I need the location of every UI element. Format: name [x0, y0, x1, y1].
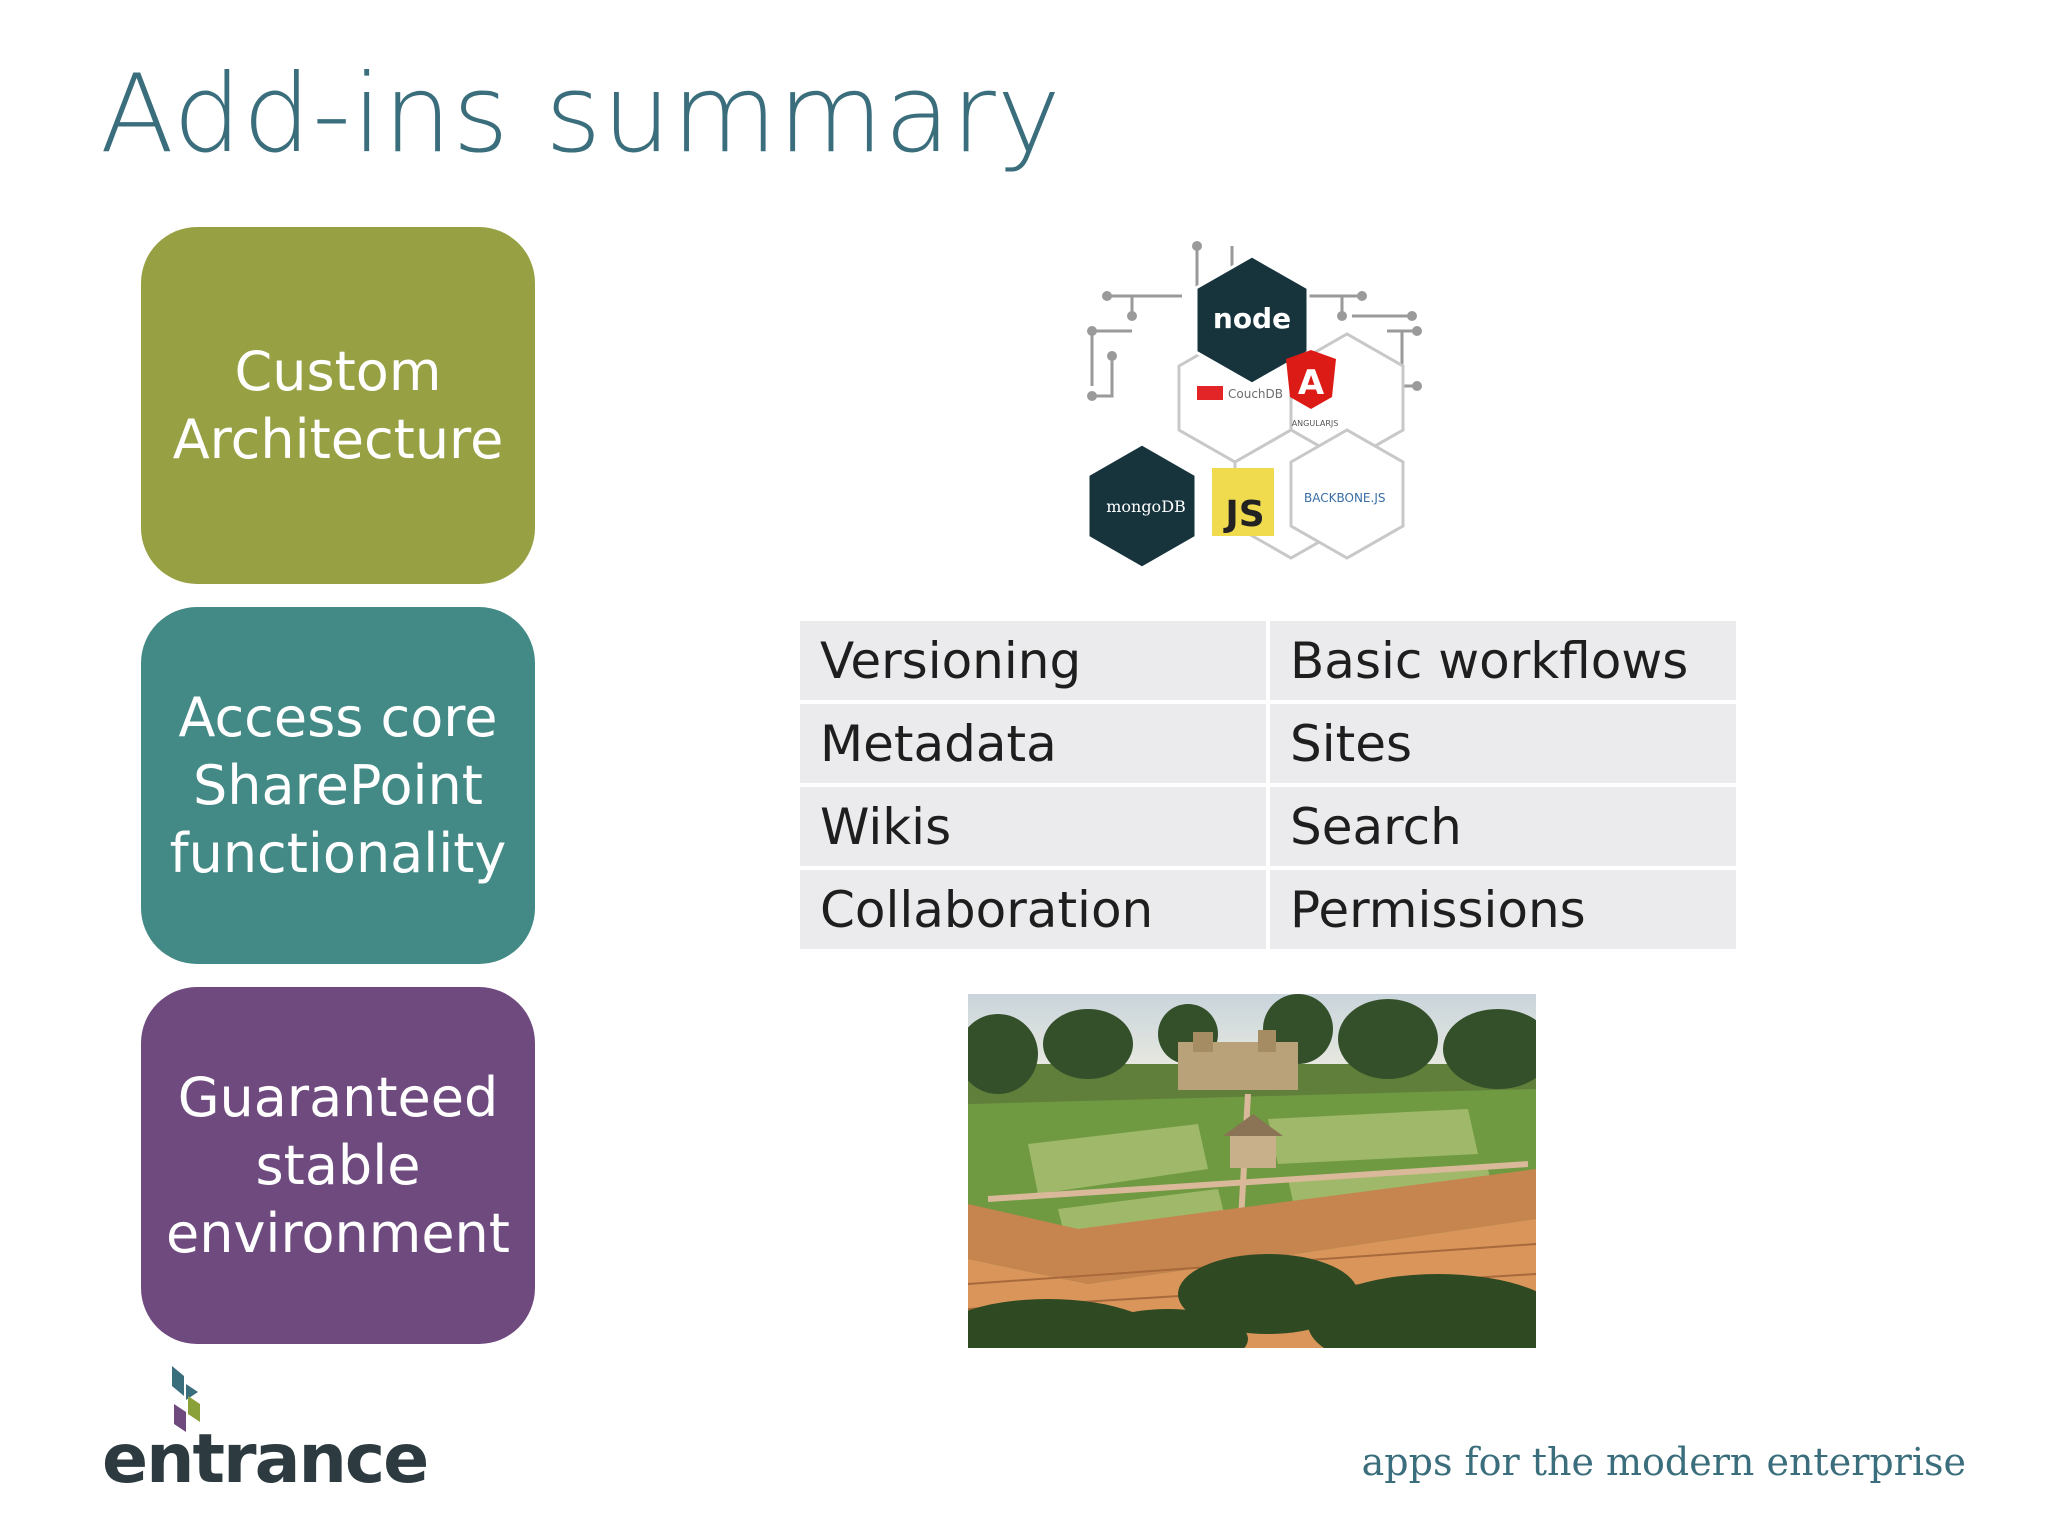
- table-row: Versioning Basic workflows: [800, 621, 1736, 700]
- table-cell: Wikis: [800, 787, 1266, 866]
- entrance-logo: entrance: [102, 1366, 429, 1506]
- pillar-line: SharePoint: [193, 753, 483, 817]
- table-row: Collaboration Permissions: [800, 870, 1736, 949]
- slide-title: Add-ins summary: [100, 52, 1062, 177]
- angular-shield-icon: [1286, 350, 1336, 409]
- javascript-logo-icon: [1212, 468, 1274, 536]
- table-row: Wikis Search: [800, 787, 1736, 866]
- mongodb-hexagon: [1086, 442, 1198, 570]
- angular-logo-text: ANGULARJS: [1292, 419, 1339, 428]
- table-cell: Permissions: [1270, 870, 1736, 949]
- tech-stack-hexagon-graphic: node CouchDB A ANGULARJS mongoDB JS BACK…: [1072, 236, 1432, 576]
- table-cell: Versioning: [800, 621, 1266, 700]
- pillar-access-core-sharepoint: Access core SharePoint functionality: [141, 607, 535, 964]
- pillar-line: Custom: [234, 339, 442, 403]
- pillar-line: functionality: [169, 821, 507, 885]
- table-cell: Sites: [1270, 704, 1736, 783]
- table-row: Metadata Sites: [800, 704, 1736, 783]
- pillar-line: Architecture: [172, 407, 504, 471]
- pillar-custom-architecture: Custom Architecture: [141, 227, 535, 584]
- pillar-guaranteed-stable-environment: Guaranteed stable environment: [141, 987, 535, 1344]
- svg-text:A: A: [1298, 363, 1325, 403]
- table-cell: Collaboration: [800, 870, 1266, 949]
- mongodb-logo-text: mongoDB: [1106, 497, 1186, 516]
- sharepoint-features-table: Versioning Basic workflows Metadata Site…: [796, 617, 1740, 953]
- node-logo-text: node: [1213, 302, 1291, 335]
- walled-garden-photo: [968, 994, 1536, 1348]
- tagline: apps for the modern enterprise: [1361, 1440, 1966, 1484]
- pillar-line: stable: [255, 1133, 421, 1197]
- pillar-line: Guaranteed: [177, 1065, 499, 1129]
- pillar-line: environment: [166, 1201, 510, 1265]
- brand-name: entrance: [102, 1420, 429, 1499]
- table-cell: Basic workflows: [1270, 621, 1736, 700]
- node-hexagon: [1194, 254, 1310, 386]
- js-logo-text: JS: [1222, 494, 1264, 535]
- pillar-line: Access core: [178, 685, 498, 749]
- table-cell: Search: [1270, 787, 1736, 866]
- couchdb-logo-text: CouchDB: [1228, 387, 1283, 401]
- table-cell: Metadata: [800, 704, 1266, 783]
- backbone-logo-text: BACKBONE.JS: [1304, 491, 1385, 505]
